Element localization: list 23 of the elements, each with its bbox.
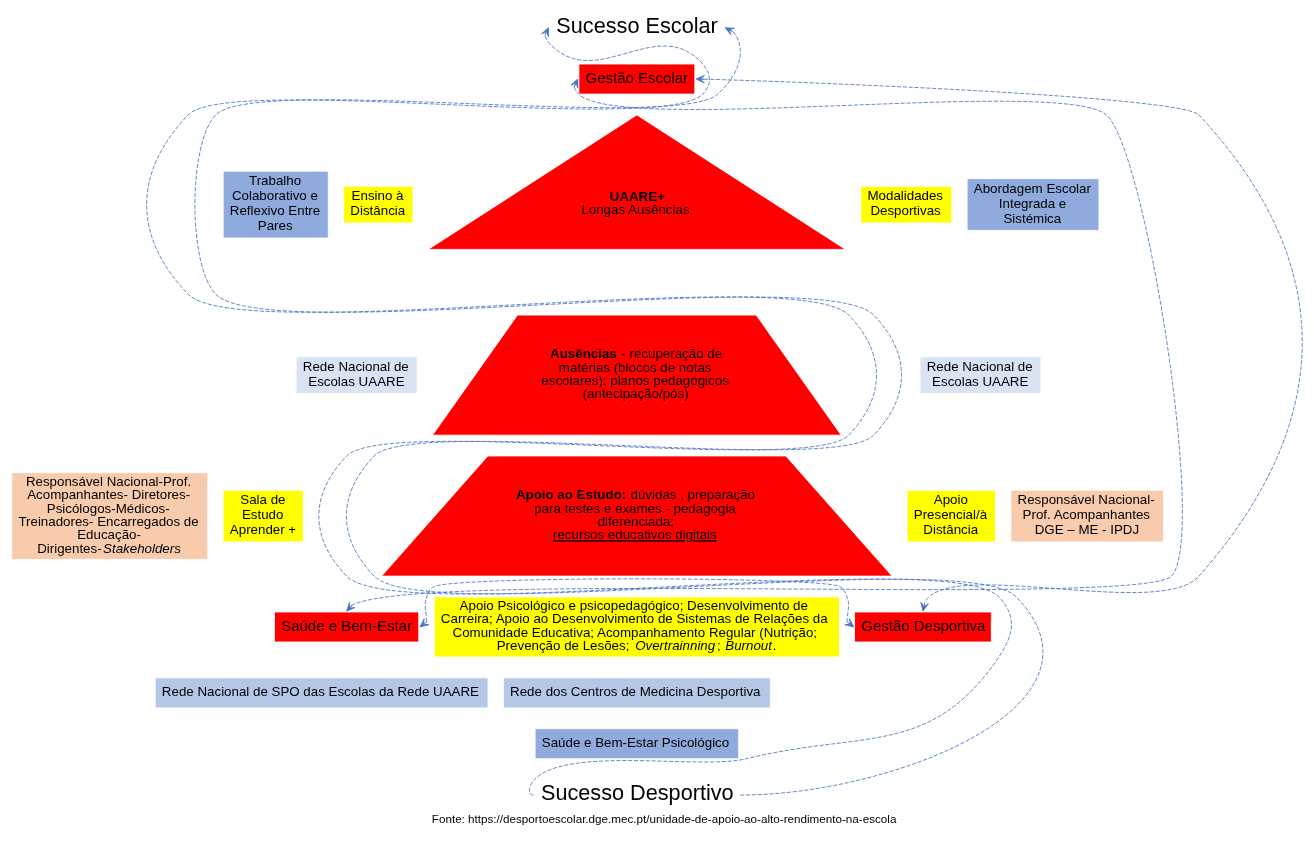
node-text: Sucesso Escolar [556, 12, 718, 38]
node-box: Rede Nacional de Escolas UAARE [295, 355, 418, 394]
node-box: Ensino à Distância [343, 185, 414, 223]
node-box: Apoio Presencial/à Distância [906, 489, 996, 542]
node-box: Rede dos Centros de Medicina Desportiva [503, 676, 771, 708]
arrow [346, 78, 1183, 612]
node-box: Gestão Desportiva [854, 611, 992, 642]
node-box: Responsável Nacional-Prof. Acompanhantes- Diretores- Psicólogos-Médicos-Treinadores- Encarregados de Educação- Dirigentes-Stakeholders [11, 471, 209, 560]
node-box: Sala de Estudo Aprender + [222, 489, 304, 542]
node-box: Rede Nacional de SPO das Escolas da Rede UAARE [154, 676, 489, 708]
node-box: Apoio Psicológico e psicopedagógico; Desenvolvimento de Carreira; Apoio ao Desenvolvimento de Sistemas de Relações da Comunidade Educativa; Acompanhamento Regular (Nutrição; Prevenção de Lesões; Overtrainning; Burnout. [433, 596, 840, 657]
node-box: Responsável Nacional-Prof. Acompanhantes DGE – ME - IPDJ [1010, 489, 1164, 542]
node-box: Saúde e Bem-Estar [274, 611, 420, 642]
node-box: Saúde e Bem-Estar Psicológico [534, 727, 740, 759]
node-box: Gestão Escolar [578, 63, 696, 94]
arrow [419, 577, 855, 627]
node-box: Trabalho Colaborativo e Reflexivo Entre Pares [222, 170, 329, 238]
node-box: Modalidades Desportivas [860, 185, 953, 223]
node-box: Rede Nacional de Escolas UAARE [919, 355, 1042, 394]
caption: Fonte: https://desportoescolar.dge.mec.pt/unidade-de-apoio-ao-alto-rendimento-na-escola [431, 811, 897, 825]
node-box: Abordagem Escolar Integrada e Sistémica [966, 177, 1100, 231]
arrow [695, 74, 1303, 612]
node-text: Sucesso Desportivo [540, 779, 734, 805]
